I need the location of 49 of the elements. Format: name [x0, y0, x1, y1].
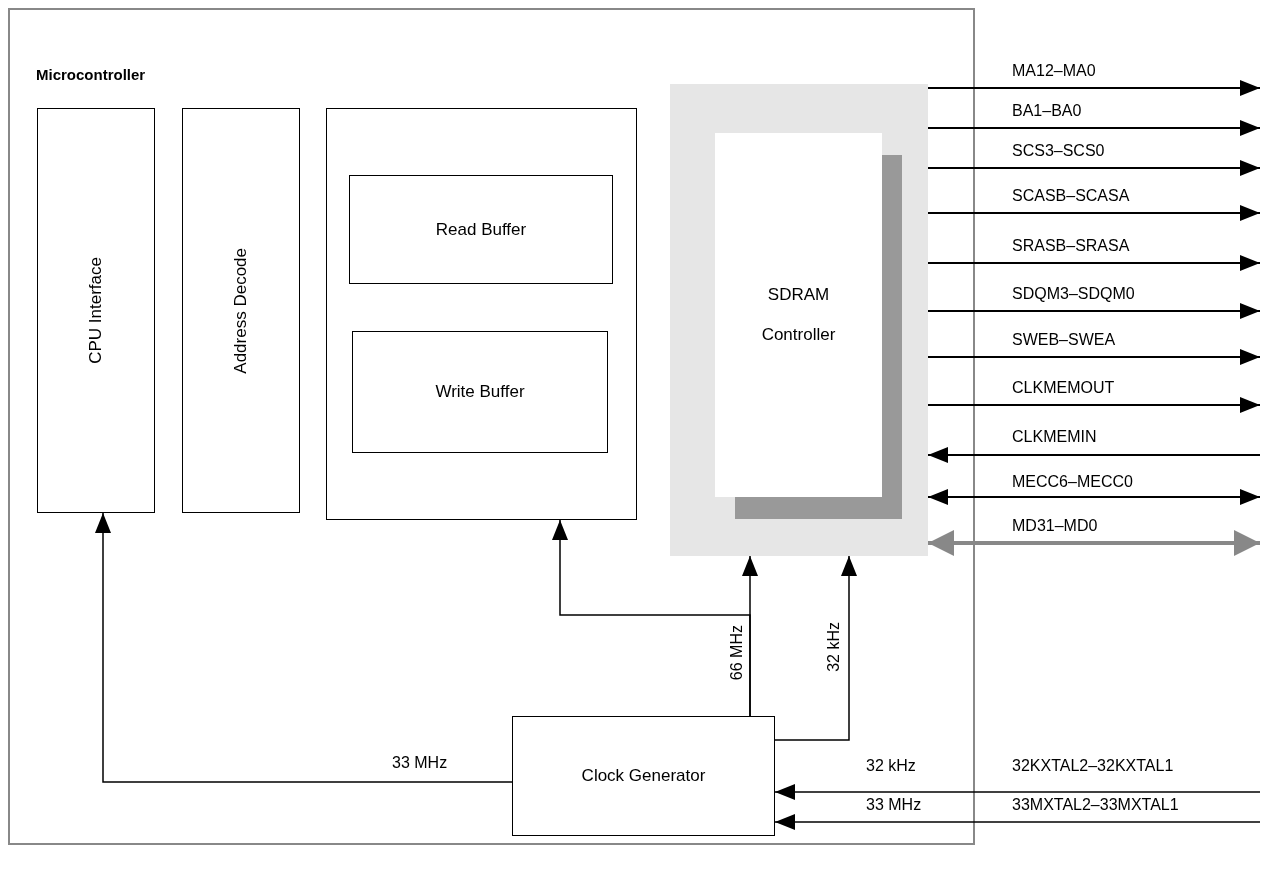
cpu-interface-block	[37, 108, 155, 513]
signal-arrow	[774, 784, 1261, 800]
signal-arrow	[927, 447, 1261, 463]
edge-label: SDQM3–SDQM0	[1012, 286, 1135, 302]
edge-label: 33 MHz	[866, 797, 922, 813]
write-buffer-block	[352, 331, 608, 453]
edge-label: SRASB–SRASA	[1012, 238, 1130, 254]
sdram-panel	[670, 84, 928, 556]
buffer-block	[326, 108, 637, 520]
signal-arrow	[742, 555, 758, 717]
edge-label: MD31–MD0	[1012, 518, 1098, 534]
edge-label: 32 kHz	[866, 758, 916, 774]
signal-arrow	[927, 397, 1261, 413]
signal-arrow	[95, 512, 513, 783]
block-label: Address Decode	[230, 247, 252, 374]
edge-label: BA1–BA0	[1012, 103, 1082, 119]
signal-arrow	[927, 255, 1261, 271]
chip-title: Microcontroller	[36, 65, 146, 85]
edge-label: 33 MHz	[392, 755, 448, 771]
signal-arrow	[927, 160, 1261, 176]
pin-label: 33MXTAL2–33MXTAL1	[1012, 797, 1179, 813]
edge-label: 32 kHz	[826, 622, 842, 672]
signal-arrow	[774, 814, 1261, 830]
block-label: Read Buffer	[435, 218, 527, 241]
clock-generator-block	[512, 716, 775, 836]
edge-label: 66 MHz	[729, 625, 745, 681]
block-label: Write Buffer	[435, 381, 525, 404]
edge-label: CLKMEMOUT	[1012, 380, 1115, 396]
signal-arrow	[927, 303, 1261, 319]
signal-arrow	[927, 205, 1261, 221]
read-buffer-block	[349, 175, 613, 284]
signal-arrow	[927, 349, 1261, 365]
block-label: SDRAM Controller	[760, 284, 837, 346]
signal-arrow	[927, 80, 1261, 96]
chip-outline	[8, 8, 975, 845]
block-label: Clock Generator	[581, 765, 706, 788]
signal-arrow	[774, 555, 857, 741]
bus-arrow	[928, 530, 1260, 556]
address-decode-block	[182, 108, 300, 513]
block-label: CPU Interface	[85, 257, 107, 364]
signal-arrow	[927, 489, 1261, 505]
signal-arrow	[927, 120, 1261, 136]
edge-label: MA12–MA0	[1012, 63, 1096, 79]
pin-label: 32KXTAL2–32KXTAL1	[1012, 758, 1174, 774]
edge-label: CLKMEMIN	[1012, 429, 1097, 445]
edge-label: SCASB–SCASA	[1012, 188, 1130, 204]
edge-label: SWEB–SWEA	[1012, 332, 1116, 348]
edge-label: MECC6–MECC0	[1012, 474, 1133, 490]
edge-label: SCS3–SCS0	[1012, 143, 1105, 159]
